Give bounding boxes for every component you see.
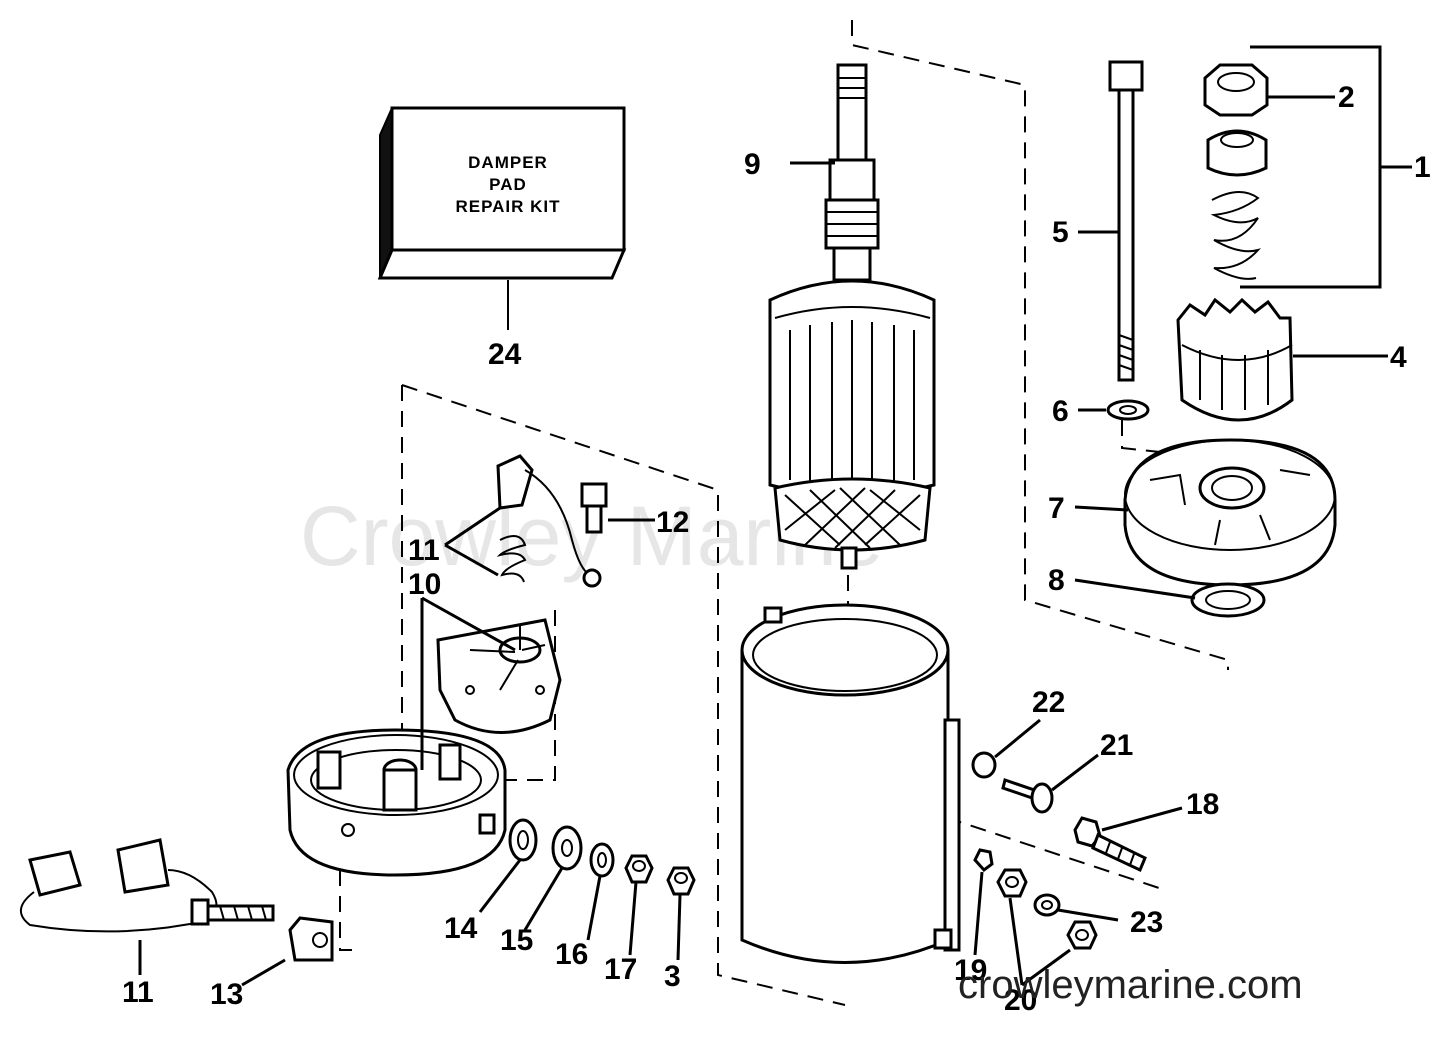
armature [768, 63, 936, 570]
motor-frame [740, 603, 961, 964]
callout-12: 12 [656, 506, 689, 539]
callout-11-terminal: 11 [122, 976, 154, 1009]
callout-10: 10 [408, 568, 441, 601]
callout-4: 4 [1390, 341, 1407, 374]
callout-7: 7 [1048, 492, 1065, 525]
callout-numbers: 1 2 3 4 5 6 7 8 9 10 11 11 12 13 14 15 1… [122, 81, 1431, 1017]
terminal-bracket-13 [288, 916, 334, 962]
brush-holder-plate [436, 618, 562, 734]
terminal-brush-lead [20, 838, 275, 933]
callout-20: 20 [1004, 984, 1037, 1017]
leader-lines [138, 45, 1412, 987]
drive-end-cap [1123, 438, 1337, 587]
callout-6: 6 [1052, 395, 1069, 428]
callout-23: 23 [1130, 906, 1163, 939]
callout-8: 8 [1048, 564, 1065, 597]
callout-2: 2 [1338, 81, 1355, 114]
callout-13: 13 [210, 978, 243, 1011]
screw-12 [580, 482, 608, 534]
kit-label-line3: REPAIR KIT [455, 197, 560, 216]
callout-18: 18 [1186, 788, 1219, 821]
callout-5: 5 [1052, 216, 1069, 249]
callout-19: 19 [954, 954, 987, 987]
site-url-text: crowleymarine.com [958, 963, 1303, 1007]
callout-22: 22 [1032, 686, 1065, 719]
washer-8 [1190, 582, 1266, 618]
hardware-row [508, 818, 696, 896]
brush-spring-set [496, 454, 602, 588]
drive-pinion-gear [1176, 297, 1294, 422]
callout-11-brush: 11 [408, 534, 440, 567]
callout-3: 3 [664, 960, 681, 993]
terminal-hardware [971, 751, 1147, 950]
callout-14: 14 [444, 912, 478, 945]
callout-24: 24 [488, 338, 522, 371]
kit-label-line1: DAMPER [468, 153, 548, 172]
repair-kit-box: DAMPER PAD REPAIR KIT [377, 106, 627, 280]
washer-6 [1106, 399, 1150, 421]
through-bolt [1108, 60, 1144, 382]
callout-21: 21 [1100, 729, 1133, 762]
callout-17: 17 [604, 953, 637, 986]
callout-1: 1 [1414, 151, 1431, 184]
drive-nut-spring-set [1203, 63, 1269, 280]
commutator-end-head [286, 728, 507, 877]
callout-9: 9 [744, 148, 761, 181]
callout-15: 15 [500, 924, 533, 957]
kit-label-line2: PAD [489, 175, 527, 194]
callout-16: 16 [555, 938, 588, 971]
